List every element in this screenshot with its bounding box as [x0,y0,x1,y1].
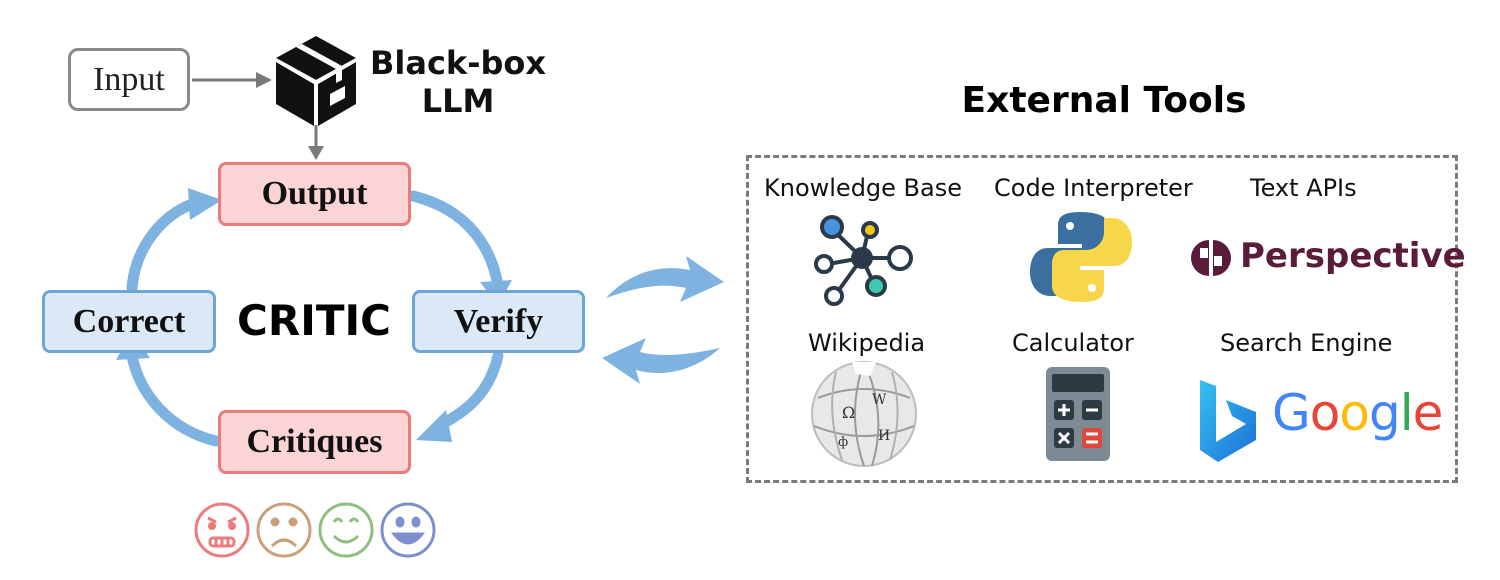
verify-label: Verify [453,302,544,340]
output-label: Output [261,175,368,212]
google-letter-l: l [1399,384,1414,442]
google-letter-o1: o [1309,384,1341,442]
black-box-llm-label: Black-box LLM [356,44,560,120]
wikipedia-globe-icon: Ω W И ф [811,361,917,467]
swap-arrows-icon [602,256,724,384]
llm-to-output-arrow [308,125,324,160]
bing-logo-icon [1200,380,1256,462]
verify-to-critiques-arc [434,350,504,431]
disgusted-face-icon [194,502,250,558]
output-box: Output [218,162,411,226]
python-logo-icon [1030,212,1132,302]
google-letter-g: G [1272,384,1311,442]
smiling-face-icon [318,502,374,558]
correct-label: Correct [72,302,186,340]
perspective-wordmark: Perspective [1240,236,1466,276]
external-tools-title: External Tools [961,80,1247,121]
google-wordmark: Google [1272,384,1444,442]
tool-label-wikipedia: Wikipedia [808,329,926,357]
google-letter-g2: g [1368,384,1401,442]
llm-label-line1: Black-box [369,44,546,82]
critiques-label: Critiques [246,423,383,460]
verify-box: Verify [412,290,585,353]
critiques-to-correct-arc [126,350,222,447]
svg-text:W: W [872,392,887,408]
correct-box: Correct [42,290,216,353]
tool-label-code-interpreter: Code Interpreter [994,174,1193,202]
critiques-box: Critiques [218,410,411,474]
critic-center-label: CRITIC [237,296,391,345]
external-tools-frame [746,155,1458,483]
tool-label-search-engine: Search Engine [1220,329,1393,357]
google-letter-e: e [1412,384,1444,442]
svg-text:ф: ф [838,435,848,450]
frowning-face-icon [256,502,312,558]
cube-icon [276,36,356,126]
loop-arrows [126,190,504,447]
tool-label-calculator: Calculator [1012,329,1134,357]
svg-text:Ω: Ω [842,403,855,422]
output-to-verify-arc [407,190,504,292]
input-to-llm-arrow [192,72,272,88]
correct-to-output-arc [126,197,201,294]
tool-label-knowledge-base: Knowledge Base [764,174,962,202]
grinning-face-icon [380,502,436,558]
input-label: Input [93,60,165,98]
svg-text:И: И [878,428,890,444]
llm-label-line2: LLM [421,82,495,120]
tool-label-text-apis: Text APIs [1250,174,1357,202]
knowledge-graph-icon [814,215,913,306]
google-letter-o2: o [1339,384,1370,442]
calculator-icon [1046,367,1110,461]
perspective-logo-icon [1191,240,1231,276]
input-box: Input [68,48,190,111]
